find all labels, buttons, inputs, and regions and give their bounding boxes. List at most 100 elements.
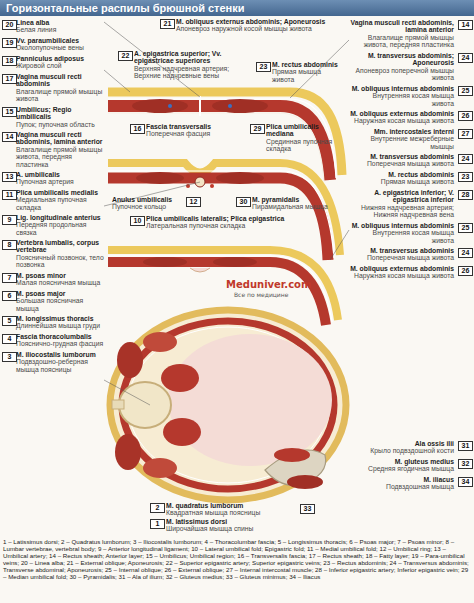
label-block: M. rectus abdominisПрямая мышца живота [349,171,454,186]
latin-term: M. psoas major [16,290,104,297]
latin-term: M. obliquus externus abdominis; Aponeuro… [176,18,326,25]
label-block: M. quadratus lumborumКвадратная мышца по… [166,502,286,517]
callout-number: 12 [186,197,201,207]
callout-number: 1 [150,519,165,529]
latin-term: Fascia transversalis [146,123,236,130]
russian-term: Белая линия [16,26,104,33]
latin-term: A. epigastrica inferior; V. epigastrica … [349,189,454,204]
russian-term: Поясничный позвонок, тело позвонка [16,254,104,269]
latin-term: Panniculus adiposus [16,55,104,62]
russian-term: Квадратная мышца поясницы [166,509,286,516]
callout-number: 26 [458,266,473,276]
russian-term: Внутренние межреберные мышцы [349,135,454,150]
label-block: M. obliquus internus abdominisВнутренняя… [349,85,454,107]
callout-number: 22 [118,51,133,61]
callout-number: 33 [300,504,315,514]
latin-term: M. gluteus medius [349,458,454,465]
latin-term: M. transversus abdominis [349,247,454,254]
russian-term: Длиннейшая мышца груди [16,322,104,329]
latin-term: Vagina musculi recti abdominis [16,73,104,88]
label-block: Lig. longitudinale anteriusПередняя прод… [16,214,104,236]
callout-number: 24 [458,154,473,164]
russian-term: Пупочное кольцо [112,203,184,210]
latin-term: M. obliquus externus abdominis [349,265,454,272]
label-block: M. longissimus thoracisДлиннейшая мышца … [16,315,104,330]
russian-term: Крыло подвздошной кости [349,447,454,454]
callout-number: 25 [458,86,473,96]
latin-term: Plica umbilicalis mediana [266,123,344,138]
latin-term: Linea alba [16,19,104,26]
russian-term: Латеральная пупочная складка [146,222,286,229]
label-block: Fascia transversalisПоперечная фасция [146,123,236,138]
watermark-subtitle: Все по медицине [234,291,288,298]
label-block: M. obliquus externus abdominisНаружная к… [349,110,454,125]
russian-term: Малая поясничная мышца [16,279,104,286]
latin-term: Plica umbilicalis medialis [16,189,104,196]
latin-term: Vertebra lumbalis, corpus vertebrae [16,239,104,254]
label-block: M. transversus abdominis; AponeurosisАпо… [349,52,454,82]
callout-number: 7 [2,273,17,283]
callout-number: 17 [2,74,17,84]
diagram-title: Горизонтальные распилы брюшной стенки [6,1,245,15]
russian-term: Пупочная артерия [16,178,104,185]
russian-term: Апоневроз поперечной мышцы живота [349,67,454,82]
label-block: M. psoas minorМалая поясничная мышца [16,272,104,287]
label-block: Vagina musculi recti abdominis, lamina a… [349,19,454,49]
russian-term: Прямая мышца живота [272,68,342,83]
callout-number: 16 [130,124,145,134]
russian-term: Влагалище прямой мышцы живота, передняя … [349,34,454,49]
russian-term: Срединная пупочная складка [266,138,344,153]
label-block: Vertebra lumbalis, corpus vertebraeПоясн… [16,239,104,269]
callout-number: 30 [236,197,251,207]
label-block: M. obliquus externus abdominisНаружная к… [349,265,454,280]
russian-term: Поперечная фасция [146,130,236,137]
caption-legend: 1 – Latissimus dorsi; 2 – Quadratus lumb… [3,538,471,580]
callout-number: 6 [2,291,17,301]
callout-number: 25 [458,223,473,233]
russian-term: Подвздошная мышца [349,483,454,490]
latin-term: M. rectus abdominis [272,61,342,68]
callout-number: 28 [458,190,473,200]
callout-number: 13 [2,172,17,182]
russian-term: Нижняя надчревная артерия; Нижняя надчре… [349,204,454,219]
russian-term: Жировой слой [16,62,104,69]
latin-term: M. transversus abdominis; Aponeurosis [349,52,454,67]
russian-term: Пирамидальная мышца [252,203,332,210]
latin-term: Vagina musculi recti abdominis, lamina a… [16,131,104,146]
callout-number: 9 [2,215,17,225]
label-block: Vagina musculi recti abdominis, lamina a… [16,131,104,168]
russian-term: Околопупочные вены [16,44,104,51]
label-block: M. rectus abdominisПрямая мышца живота [272,61,342,83]
latin-term: M. iliocostalis lumborum [16,351,104,358]
russian-term: Наружная косая мышца живота [349,117,454,124]
callout-number: 27 [458,129,473,139]
callout-number: 19 [2,38,17,48]
label-block: Plica umbilicalis medialisМедиальная пуп… [16,189,104,211]
label-block: M. gluteus mediusСредняя ягодичная мышца [349,458,454,473]
callout-number: 29 [250,124,265,134]
latin-term: A. umbilicalis [16,171,104,178]
russian-term: Влагалище прямой мышцы живота, передняя … [16,146,104,168]
latin-term: M. obliquus internus abdominis [349,85,454,92]
label-block: Vagina musculi recti abdominisВлагалище … [16,73,104,103]
russian-term: Поперечная мышца живота [349,160,454,167]
russian-term: Передняя продольная связка [16,221,104,236]
russian-term: Внутренняя косая мышца живота [349,229,454,244]
latin-term: Plica umbilicalis lateralis; Plica epiga… [146,215,286,222]
latin-term: M. obliquus internus abdominis [349,222,454,229]
latin-term: Lig. longitudinale anterius [16,214,104,221]
russian-term: Средняя ягодичная мышца [349,465,454,472]
callout-number: 14 [2,132,17,142]
callout-number: 5 [2,316,17,326]
russian-term: Поперечная мышца живота [349,254,454,261]
callout-number: 26 [458,111,473,121]
latin-term: M. psoas minor [16,272,104,279]
callout-number: 10 [130,216,145,226]
label-block: M. transversus abdominisПоперечная мышца… [349,247,454,262]
label-block: Vv. paraumbilicalesОколопупочные вены [16,37,104,52]
callout-number: 4 [2,334,17,344]
russian-term: Пупок; пупочная область [16,121,104,128]
label-block: Panniculus adiposusЖировой слой [16,55,104,70]
callout-number: 20 [2,20,17,30]
